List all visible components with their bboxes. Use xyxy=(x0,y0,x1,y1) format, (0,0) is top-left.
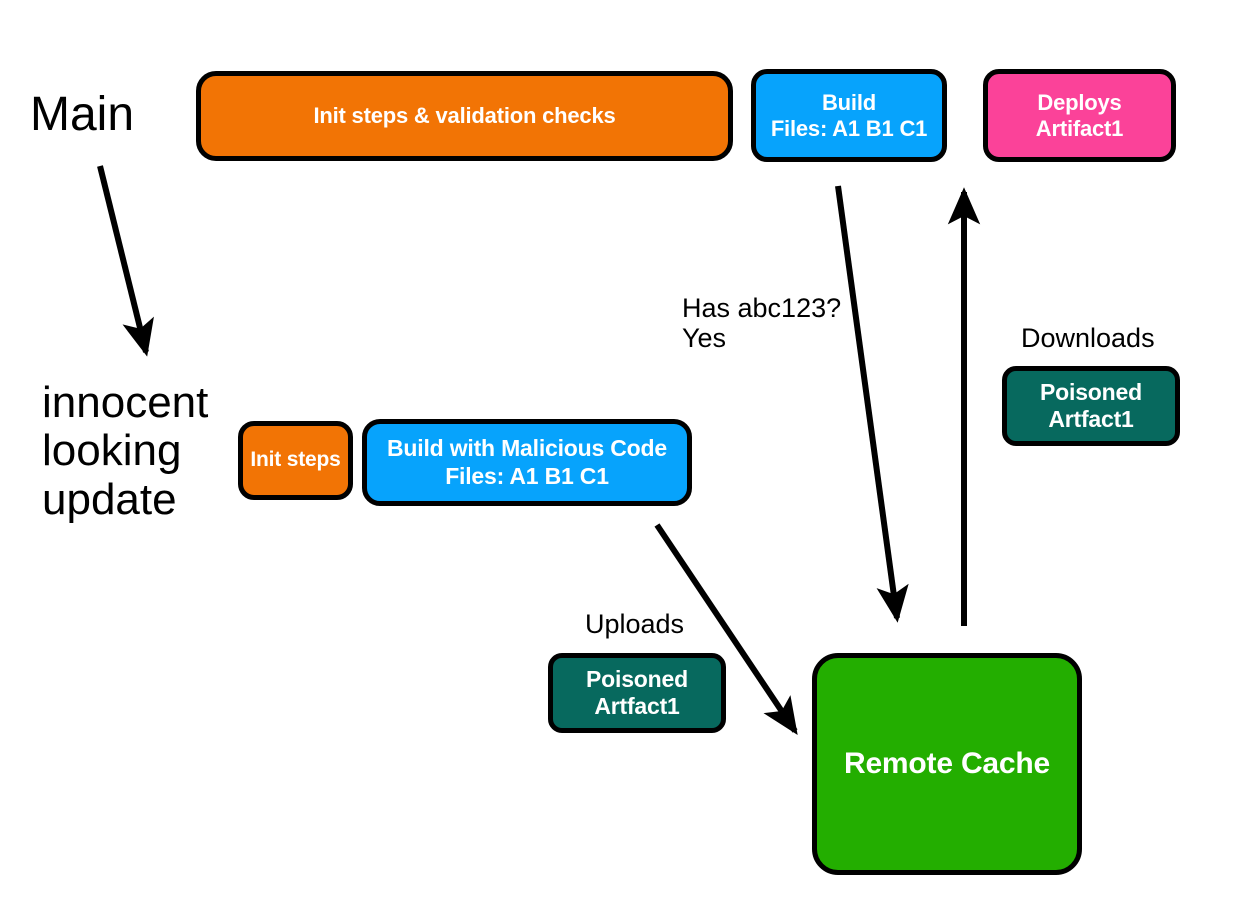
lane-label-pr: innocent looking update xyxy=(42,378,209,524)
node-uploaded-poisoned-artifact[interactable]: Poisoned Artfact1 xyxy=(548,653,726,733)
caption-uploads: Uploads xyxy=(585,609,685,639)
node-downloaded-poisoned-artifact[interactable]: Poisoned Artfact1 xyxy=(1002,366,1180,446)
node-pr-init-steps[interactable]: Init steps xyxy=(238,421,353,500)
node-pr-build-malicious[interactable]: Build with Malicious Code Files: A1 B1 C… xyxy=(362,419,692,506)
lane-label-main: Main xyxy=(30,88,135,141)
node-main-init-steps[interactable]: Init steps & validation checks xyxy=(196,71,733,161)
arrow-main-to-pr xyxy=(97,165,154,357)
arrow-build-to-cache xyxy=(835,185,909,623)
node-remote-cache[interactable]: Remote Cache xyxy=(812,653,1082,875)
node-main-deploys-artifact[interactable]: Deploys Artifact1 xyxy=(983,69,1176,162)
annotation-cache-query: Has abc123? Yes xyxy=(682,293,842,353)
caption-downloads: Downloads xyxy=(1021,323,1155,353)
node-main-build[interactable]: Build Files: A1 B1 C1 xyxy=(751,69,947,162)
